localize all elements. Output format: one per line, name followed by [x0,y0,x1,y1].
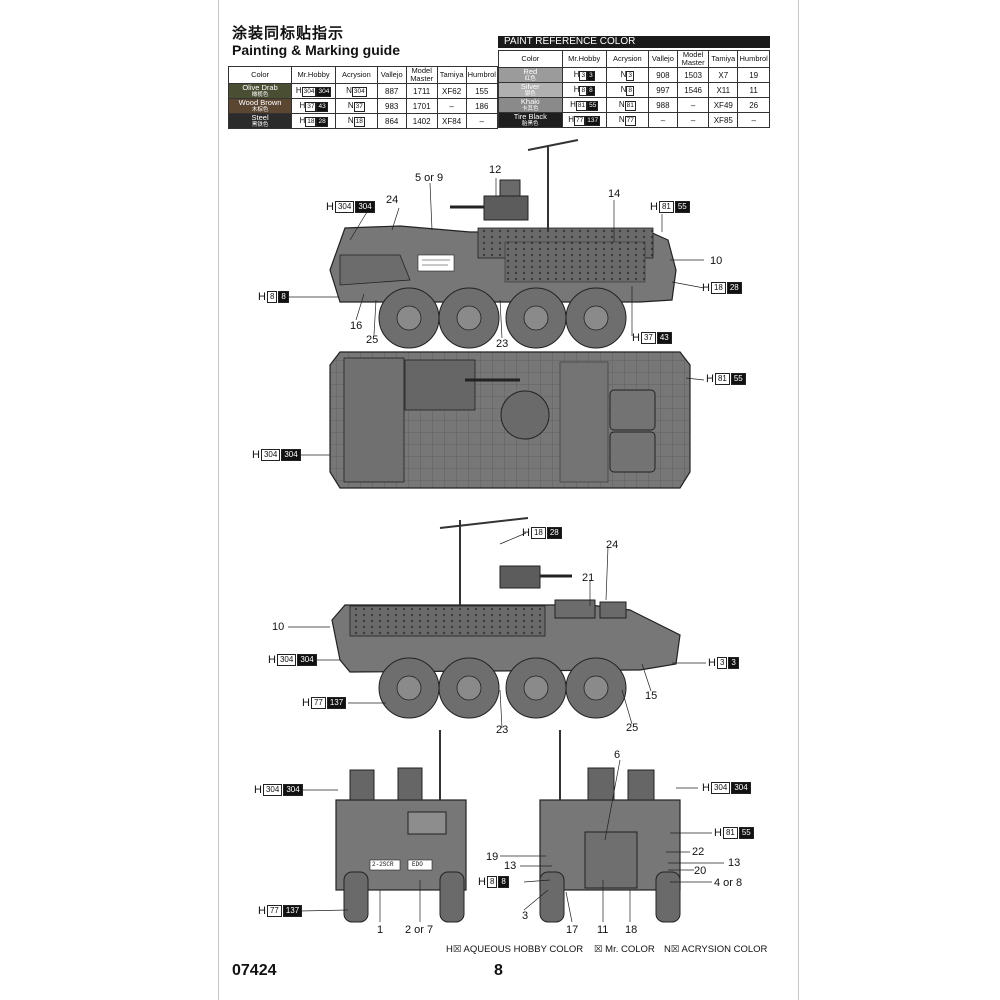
callout-24: 24 [386,194,399,206]
tamiya-cell: XF84 [436,113,467,129]
callout-25-right: 25 [626,722,639,734]
callout-21: 21 [582,572,595,584]
humbrol-cell: 26 [737,97,770,113]
callout-11: 11 [597,924,609,936]
callout-19: 19 [486,851,499,863]
page-number: 8 [494,962,503,979]
callout-10: 10 [710,255,723,267]
rear-view [539,730,681,923]
humbrol-cell: – [465,113,499,129]
side-view-left [329,139,677,349]
callout-2-or-7: 2 or 7 [405,924,434,936]
humbrol-cell: 155 [465,83,499,99]
column-header: Humbrol [737,50,770,68]
model-master-cell: 1402 [405,113,438,129]
front-view [335,730,467,923]
legend-acrysion: N☒ ACRYSION COLOR [664,944,768,955]
callout-10-right: 10 [272,621,285,633]
callout-13-right: 13 [728,857,741,869]
paint-reference-header: PAINT REFERENCE COLOR [498,36,770,48]
humbrol-cell: – [737,112,770,128]
title-chinese: 涂装同标贴指示 [232,24,345,42]
bumper-marking-left: 2-2SCR [372,861,394,868]
callout-6: 6 [614,749,621,761]
page-right-border [798,0,799,1000]
top-view [329,351,691,489]
side-view-right [331,517,681,719]
callout-24-right: 24 [606,539,619,551]
leader-lines [282,178,724,923]
bumper-marking-right: EDO [412,861,423,868]
callout-4-or-8: 4 or 8 [714,877,743,889]
callout-1: 1 [377,924,384,936]
callout-14: 14 [608,188,621,200]
callout-3: 3 [522,910,529,922]
tamiya-cell: XF85 [708,112,739,128]
title-english: Painting & Marking guide [232,42,401,58]
callout-13-left: 13 [504,860,517,872]
humbrol-cell: 186 [465,98,499,114]
product-code: 07424 [232,962,277,979]
callout-15: 15 [645,690,658,702]
vallejo-cell: – [647,112,678,128]
callout-17: 17 [566,924,579,936]
callout-5-or-9: 5 or 9 [415,172,444,184]
model-master-cell: – [676,112,710,128]
callout-12: 12 [489,164,502,176]
callout-23-right: 23 [496,724,509,736]
legend-mr-color: ☒ Mr. COLOR [594,944,655,955]
callout-16: 16 [350,320,363,332]
callout-25: 25 [366,334,379,346]
legend-aqueous: H☒ AQUEOUS HOBBY COLOR [446,944,584,955]
callout-18: 18 [625,924,638,936]
callout-22: 22 [692,846,705,858]
callout-20: 20 [694,865,707,877]
callout-23: 23 [496,338,509,350]
page-left-border [218,0,219,1000]
